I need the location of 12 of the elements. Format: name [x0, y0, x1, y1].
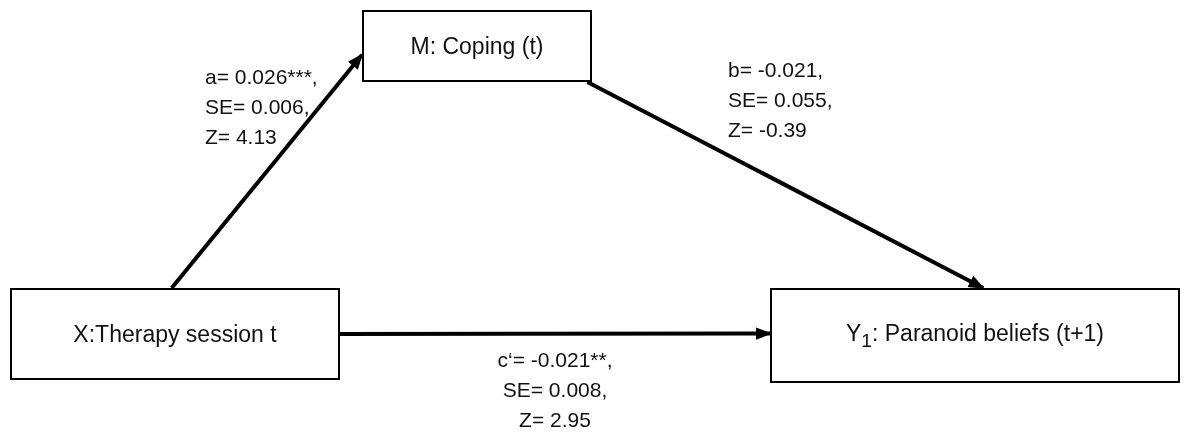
- arrow: [170, 53, 364, 290]
- variable-label: X:Therapy session t: [73, 320, 277, 348]
- variable-box: [770, 288, 1180, 383]
- arrow: [586, 80, 985, 290]
- arrow: [340, 327, 772, 340]
- edge-label: b= -0.021, SE= 0.055, Z= -0.39: [728, 57, 833, 143]
- edge-label: c‘= -0.021**, SE= 0.008, Z= 2.95: [496, 347, 614, 433]
- variable-box: [362, 10, 592, 82]
- variable-box: [10, 288, 340, 380]
- variable-label: Y$_{1}$: Paranoid beliefs (t+1): [845, 319, 1104, 352]
- variable-label: M: Coping (t): [410, 32, 544, 60]
- edge-label: a= 0.026***, SE= 0.006, Z= 4.13: [205, 64, 318, 150]
